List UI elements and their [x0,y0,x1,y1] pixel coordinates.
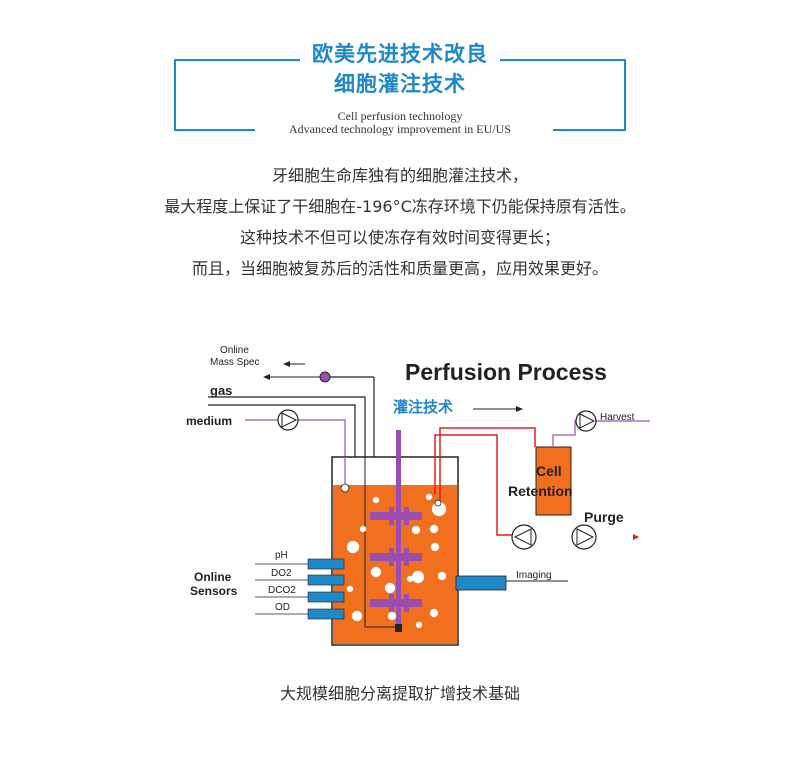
harvest-pump-icon [575,410,597,432]
online-mass-spec-label2: Mass Spec [210,357,259,368]
frame-right-top [500,59,626,131]
medium-pump-icon [277,409,299,431]
arrow-icon [473,406,523,412]
sensor-probes [255,558,345,620]
impeller [370,430,422,630]
page-title-line2: 细胞灌注技术 [334,71,466,96]
online-mass-spec-label1: Online [220,345,249,356]
cell-retention-unit [535,446,572,516]
imaging-probe [455,575,507,591]
sensor-label-dco2: DCO2 [268,585,296,596]
medium-label: medium [186,414,232,428]
body-line-4: 而且，当细胞被复苏后的活性和质量更高，应用效果更好。 [191,259,608,278]
subtitle-line1: Cell perfusion technology [337,109,463,123]
online-sensors-label1: Online [194,570,232,584]
cell-retention-label1: Cell [536,463,562,479]
body-line-3: 这种技术不但可以使冻存有效时间变得更长； [239,228,560,247]
body-line-1: 牙细胞生命库独有的细胞灌注技术， [271,166,528,185]
diagram-caption: 大规模细胞分离提取扩增技术基础 [279,684,520,703]
perfusion-diagram: Perfusion Process 灌注技术 Online Mass Spec … [186,345,650,646]
purge-label: Purge [584,509,624,525]
sensor-label-do2: DO2 [271,568,292,579]
cell-retention-label2: Retention [508,483,573,499]
sensor-label-ph: pH [275,550,288,561]
purge-pump-icon [571,524,597,550]
recirculation-pump-icon [511,524,537,550]
imaging-label: Imaging [516,570,552,581]
frame-left-top [174,59,300,131]
sensor-label-od: OD [275,602,290,613]
header-frame [174,59,626,131]
bubbles [346,493,447,629]
subtitle-line2: Advanced technology improvement in EU/US [289,122,511,136]
online-sensors-label2: Sensors [190,584,238,598]
diagram-cn-label: 灌注技术 [393,398,453,416]
diagram-title: Perfusion Process [405,359,607,385]
mass-spec-valve-icon [319,371,331,383]
page-title-line1: 欧美先进技术改良 [312,41,488,66]
body-paragraph: 牙细胞生命库独有的细胞灌注技术， 最大程度上保证了干细胞在-196°C冻存环境下… [0,160,800,284]
harvest-label: Harvest [600,412,635,423]
small-arrow-icon [633,534,639,540]
body-line-2: 最大程度上保证了干细胞在-196°C冻存环境下仍能保持原有活性。 [164,197,636,216]
gas-label: gas [210,383,232,398]
